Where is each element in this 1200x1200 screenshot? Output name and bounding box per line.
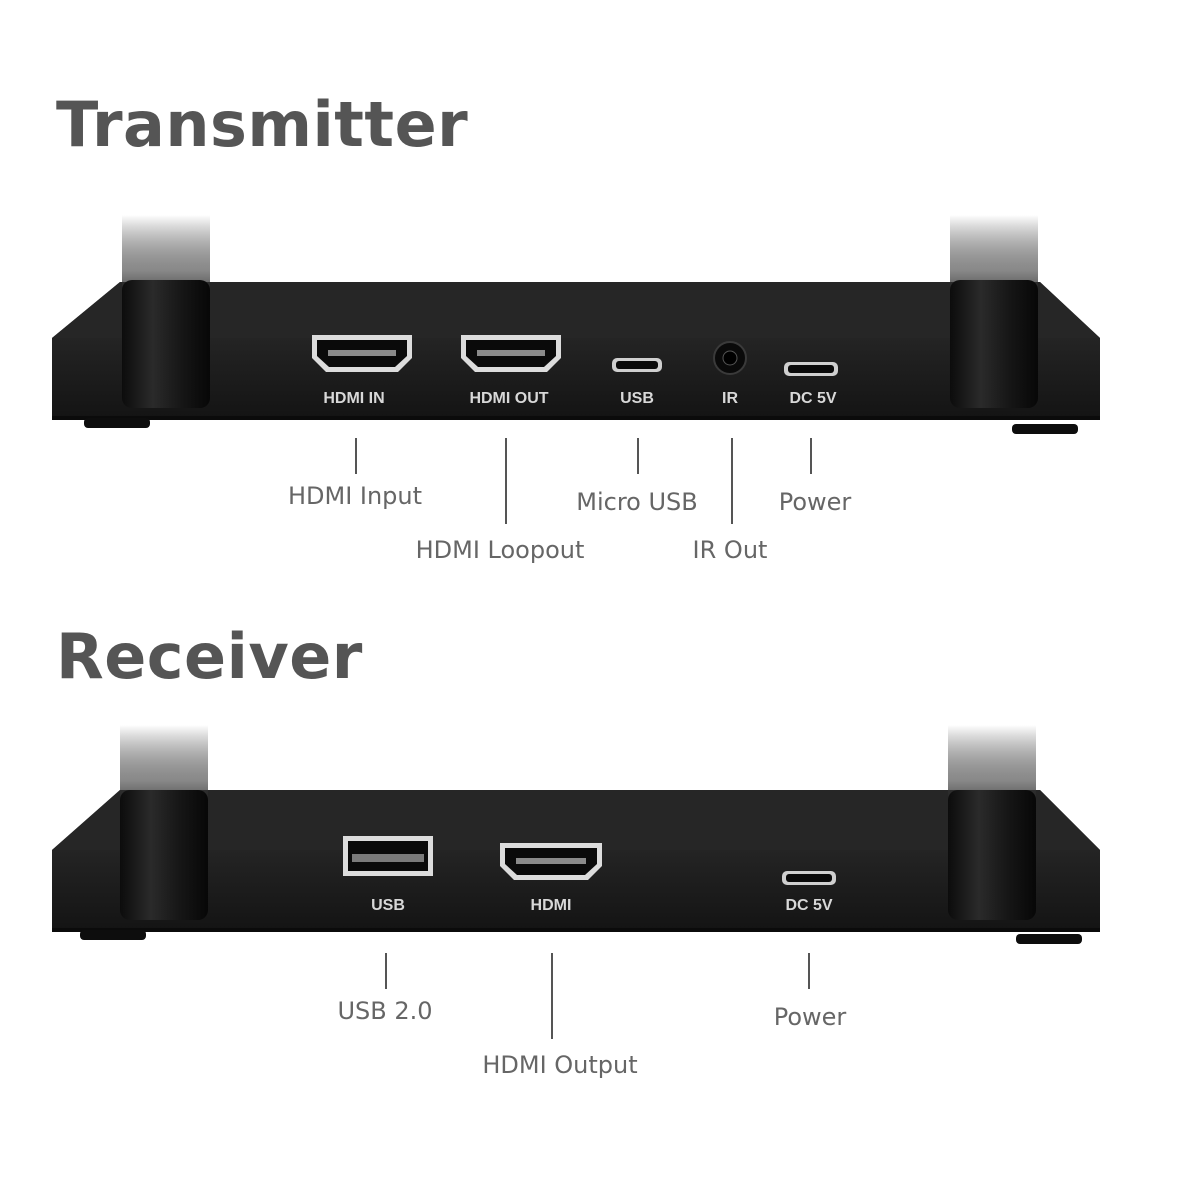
callout-micro-usb: Micro USB — [576, 488, 698, 516]
leader-line — [551, 953, 553, 1039]
foot — [1016, 934, 1082, 944]
leader-line — [810, 438, 812, 474]
port-label-usb: USB — [620, 390, 654, 407]
ir-jack — [713, 341, 747, 375]
foot — [1012, 424, 1078, 434]
callout-hdmi-input: HDMI Input — [287, 482, 423, 510]
receiver-antenna-left — [120, 725, 208, 920]
leader-line — [385, 953, 387, 989]
transmitter-chassis — [52, 282, 1100, 434]
transmitter-heading: Transmitter — [56, 88, 469, 161]
callout-usb-2-0: USB 2.0 — [337, 997, 433, 1025]
hdmi-port — [500, 843, 602, 880]
dc-5v-port — [784, 362, 838, 376]
port-label-dc-5v: DC 5V — [785, 897, 832, 914]
callout-hdmi-loopout: HDMI Loopout — [415, 536, 585, 564]
dc-5v-port — [782, 871, 836, 885]
receiver-antenna-right — [948, 725, 1036, 920]
port-label-ir: IR — [722, 390, 738, 407]
transmitter-antenna-left — [122, 215, 210, 408]
leader-line — [808, 953, 810, 989]
callout-ir-out: IR Out — [692, 536, 768, 564]
receiver-heading: Receiver — [56, 620, 363, 693]
leader-line — [355, 438, 357, 474]
transmitter-antenna-right — [950, 215, 1038, 408]
leader-line — [505, 438, 507, 524]
micro-usb-port — [612, 358, 662, 372]
port-label-hdmi-in: HDMI IN — [323, 390, 384, 407]
callout-hdmi-output: HDMI Output — [482, 1051, 638, 1079]
port-label-usb: USB — [371, 897, 405, 914]
leader-line — [637, 438, 639, 474]
callout-power: Power — [773, 1003, 847, 1031]
receiver-device: USB HDMI DC 5V — [52, 725, 1100, 944]
port-label-hdmi: HDMI — [531, 897, 572, 914]
hdmi-out-port — [461, 335, 561, 372]
port-label-dc-5v: DC 5V — [789, 390, 836, 407]
foot — [80, 930, 146, 940]
callout-power: Power — [778, 488, 852, 516]
transmitter-device: HDMI IN HDMI OUT USB IR DC 5V — [52, 215, 1100, 434]
foot — [84, 418, 150, 428]
hdmi-in-port — [312, 335, 412, 372]
leader-line — [731, 438, 733, 524]
port-label-hdmi-out: HDMI OUT — [469, 390, 548, 407]
usb-a-port — [343, 836, 433, 876]
